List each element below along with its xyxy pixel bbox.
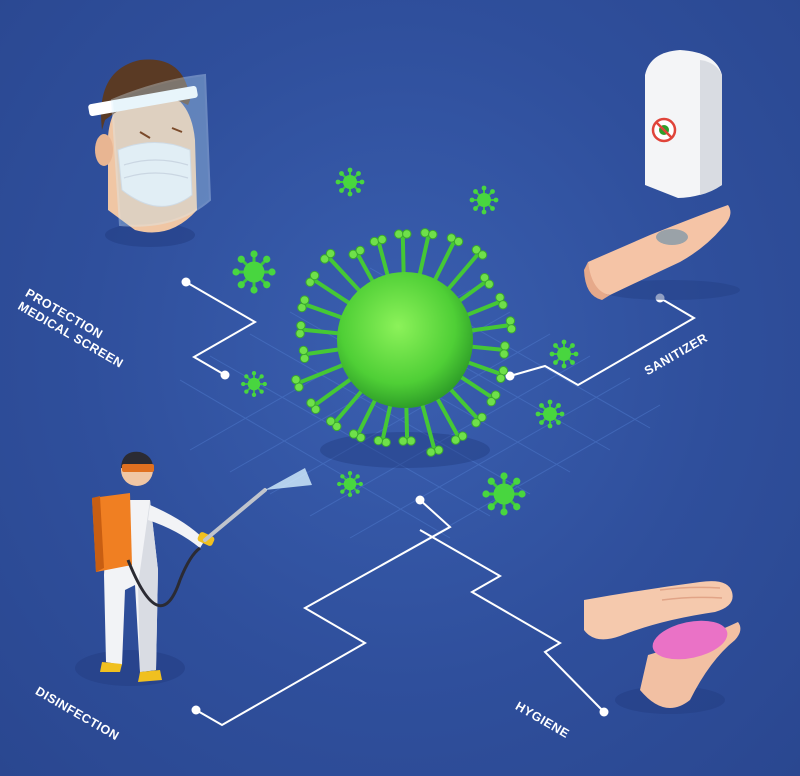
virus-spike-tip: [291, 374, 301, 385]
virus-spike: [460, 299, 504, 319]
virus-spike-tip: [373, 435, 384, 446]
virus-spike: [464, 322, 513, 334]
virus-spike-tip: [377, 234, 387, 245]
virus-spike-tip: [499, 349, 509, 359]
virus-spike-tip: [348, 249, 358, 260]
virus-spike: [430, 237, 457, 287]
virus-spike-tip: [490, 390, 501, 400]
virus-spike-tip: [506, 324, 517, 334]
virus-spike-tip: [471, 418, 481, 428]
virus-spike: [298, 327, 346, 336]
virus-spike: [404, 399, 410, 443]
virus-spike-tip: [453, 236, 464, 247]
virus-spike-tip: [348, 429, 359, 439]
virus-spike: [376, 238, 391, 283]
virus-spike-tip: [299, 295, 310, 305]
virus-spike-tip: [471, 245, 482, 255]
virus-spike: [331, 385, 367, 426]
virus-spike: [325, 254, 365, 297]
virus-spike-tip: [486, 397, 496, 407]
virus-spike: [445, 383, 481, 423]
virus-spike: [461, 358, 505, 377]
virus-spike: [454, 372, 496, 401]
virus-spike: [355, 393, 380, 438]
virus-spike: [416, 231, 431, 282]
virus-spike-tip: [496, 373, 506, 383]
virus-spike-tip: [402, 229, 412, 239]
virus-spike: [310, 276, 356, 308]
virus-spike: [380, 398, 394, 444]
virus-spike-tip: [311, 404, 321, 415]
virus-spike-tip: [479, 272, 490, 283]
virus-spike-tip: [298, 345, 309, 356]
virus-spike: [400, 232, 406, 281]
virus-spike-tip: [398, 436, 408, 446]
virus-spike: [443, 250, 482, 295]
virus-spike-tip: [477, 250, 488, 260]
virus-spike: [464, 344, 507, 352]
virus-spike-tip: [305, 277, 315, 287]
virus-spike: [311, 374, 357, 409]
virus-spike-tip: [450, 435, 461, 445]
virus-spike-tip: [428, 229, 438, 240]
virus-spike-tip: [332, 421, 342, 432]
virus-spike-tip: [306, 398, 316, 408]
virus-spike: [302, 346, 346, 357]
virus-spike-tip: [326, 416, 336, 426]
virus-spike: [354, 250, 378, 288]
virus-spike-tip: [355, 245, 365, 256]
virus-spike-tip: [484, 279, 494, 289]
virus-spike-tip: [457, 431, 468, 441]
virus-spike-tip: [426, 447, 436, 457]
virus-spike-tip: [296, 320, 306, 331]
virus-spike: [295, 361, 350, 386]
virus-spike-tip: [320, 254, 330, 264]
virus-spike: [432, 392, 462, 441]
virus-spike: [453, 278, 489, 306]
virus-spike-tip: [498, 300, 508, 310]
virus-spike: [301, 301, 349, 322]
virus-spike-tip: [309, 270, 320, 281]
virus-spike-tip: [477, 412, 487, 423]
virus-spike: [419, 397, 437, 454]
virus-spike-tip: [325, 248, 336, 259]
connector-lines: [185, 281, 696, 727]
